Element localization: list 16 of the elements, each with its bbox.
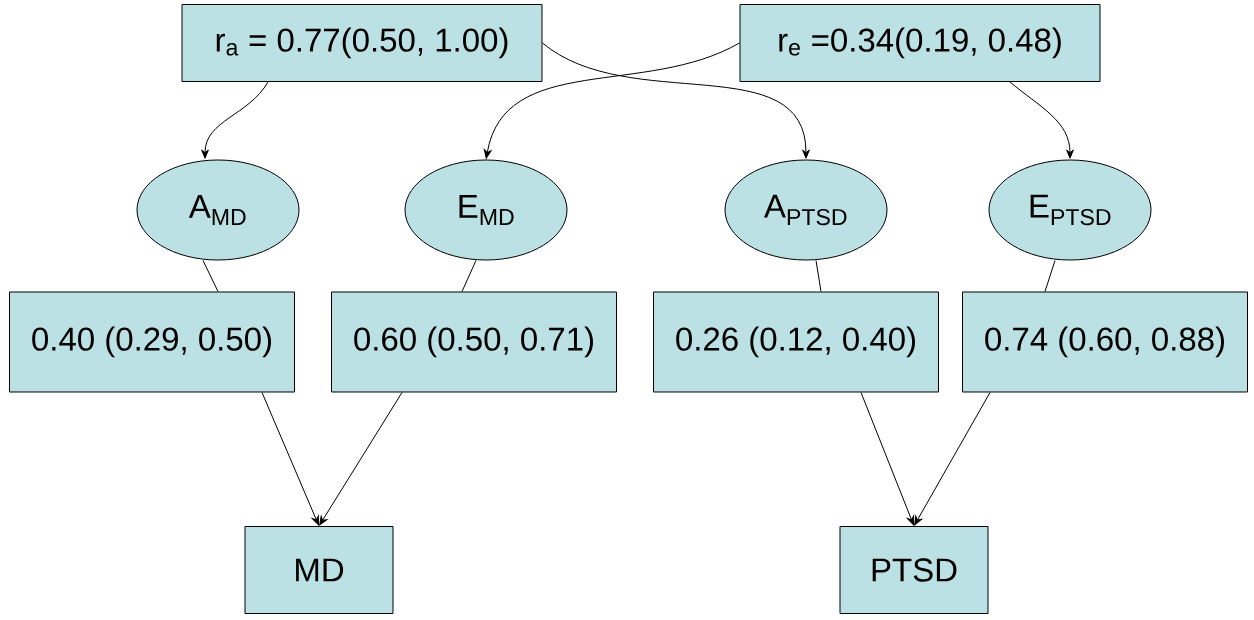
outcome-box: PTSD	[839, 526, 989, 614]
arrow	[261, 392, 319, 526]
arrow	[483, 42, 740, 159]
arrow	[201, 81, 269, 159]
value-box: 0.60 (0.50, 0.71)	[331, 291, 617, 393]
arrow	[860, 392, 915, 526]
arrow	[542, 42, 810, 159]
correlation-box: r$_{a}$ = 0.77(0.50, 1.00)	[181, 4, 543, 82]
arrow	[1009, 81, 1074, 159]
outcome-box: MD	[244, 526, 394, 614]
value-box: 0.26 (0.12, 0.40)	[653, 291, 939, 393]
value-box: 0.40 (0.29, 0.50)	[9, 291, 295, 393]
correlation-box: r$_{e}$ =0.34(0.19, 0.48)	[739, 4, 1101, 82]
value-box: 0.74 (0.60, 0.88)	[962, 291, 1248, 393]
arrow	[319, 392, 403, 526]
arrow	[914, 392, 991, 526]
